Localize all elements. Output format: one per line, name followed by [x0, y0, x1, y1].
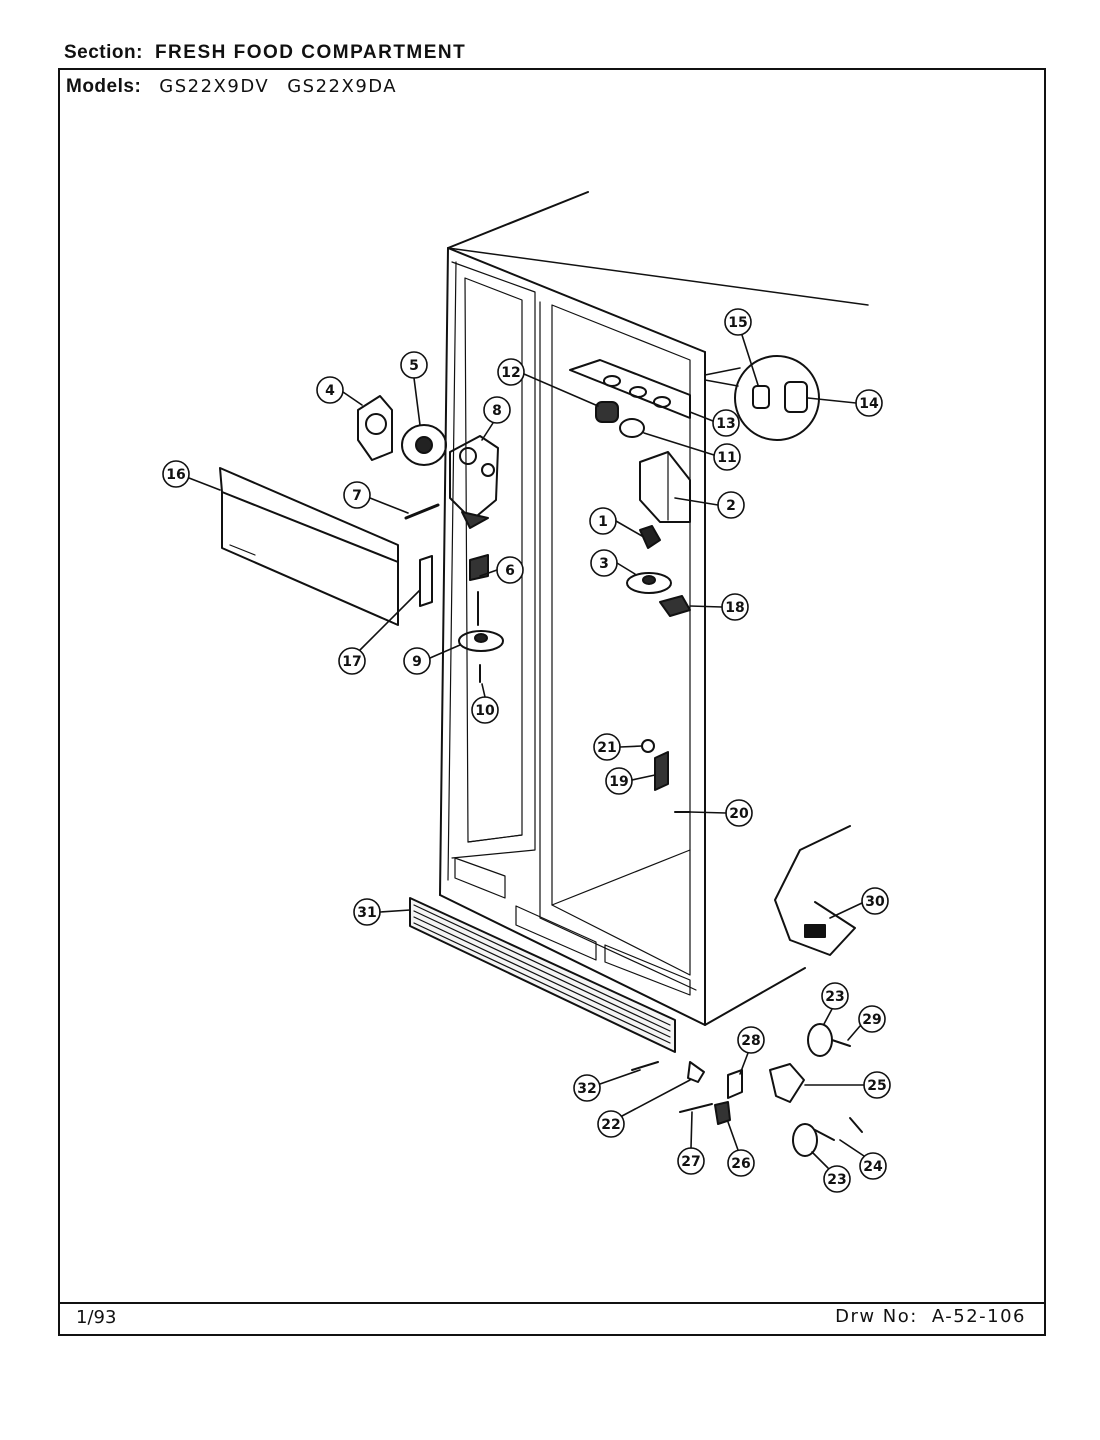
- light-housing: [569, 359, 691, 438]
- svg-text:7: 7: [352, 488, 362, 504]
- svg-text:28: 28: [741, 1033, 760, 1049]
- refrigerator-cabinet: [439, 191, 869, 1026]
- svg-text:13: 13: [716, 416, 735, 432]
- svg-text:4: 4: [325, 383, 335, 399]
- fan-motor-assembly: [357, 395, 504, 683]
- svg-text:15: 15: [728, 315, 747, 331]
- svg-text:6: 6: [505, 563, 515, 579]
- detail-magnifier: [704, 355, 820, 441]
- callout-10: 10: [471, 683, 499, 724]
- crisper-panel: [219, 467, 433, 626]
- models-heading: Models: GS22X9DV GS22X9DA: [66, 76, 397, 98]
- drawing-value: A-52-106: [931, 1306, 1026, 1327]
- hinge-hardware: [631, 1023, 863, 1157]
- callout-set: 1 2 3 4 5 6 7 8 9 10 11 12 13 14 15 16 1…: [162, 308, 891, 1193]
- callout-19: 19: [605, 767, 656, 795]
- svg-text:23: 23: [825, 989, 844, 1005]
- callout-8: 8: [481, 396, 511, 441]
- svg-text:9: 9: [412, 654, 422, 670]
- models-label: Models:: [66, 76, 142, 97]
- callout-1: 1: [589, 507, 643, 537]
- base-grille: [409, 897, 676, 1053]
- svg-text:22: 22: [601, 1117, 620, 1133]
- svg-text:17: 17: [342, 654, 361, 670]
- callout-30: 30: [829, 887, 889, 919]
- callout-21: 21: [593, 733, 643, 761]
- drawing-number: Drw No: A-52-106: [835, 1306, 1026, 1327]
- svg-text:25: 25: [867, 1078, 886, 1094]
- model-number: GS22X9DA: [287, 76, 398, 97]
- callout-16: 16: [162, 460, 221, 491]
- diagram-frame: Models: GS22X9DV GS22X9DA 1/93 Drw No: A-52…: [58, 68, 1046, 1336]
- svg-text:1: 1: [598, 514, 608, 530]
- callout-14: 14: [807, 389, 883, 417]
- callout-5: 5: [400, 351, 428, 426]
- drawing-label: Drw No:: [835, 1306, 918, 1327]
- footer-bar: 1/93 Drw No: A-52-106: [60, 1302, 1044, 1334]
- svg-text:24: 24: [863, 1159, 883, 1175]
- callout-17: 17: [338, 589, 421, 675]
- svg-text:19: 19: [609, 774, 628, 790]
- svg-text:10: 10: [475, 703, 495, 719]
- callout-31: 31: [353, 898, 411, 926]
- callout-6: 6: [479, 556, 524, 584]
- callout-28: 28: [737, 1026, 765, 1075]
- svg-text:5: 5: [409, 358, 419, 374]
- sensor-bracket: [641, 739, 691, 813]
- model-number: GS22X9DV: [159, 76, 270, 97]
- svg-text:20: 20: [729, 806, 749, 822]
- svg-text:31: 31: [357, 905, 376, 921]
- callout-25: 25: [804, 1071, 891, 1099]
- svg-text:23: 23: [827, 1172, 846, 1188]
- svg-text:30: 30: [865, 894, 885, 910]
- callout-15: 15: [724, 308, 759, 386]
- callout-23b: 23: [811, 1151, 851, 1193]
- bottom-hinge-bracket: [774, 825, 856, 956]
- svg-text:29: 29: [862, 1012, 881, 1028]
- svg-text:21: 21: [597, 740, 616, 756]
- svg-text:27: 27: [681, 1154, 700, 1170]
- svg-text:18: 18: [725, 600, 744, 616]
- callout-32: 32: [573, 1069, 641, 1102]
- svg-text:11: 11: [717, 450, 736, 466]
- svg-text:12: 12: [501, 365, 520, 381]
- svg-text:3: 3: [599, 556, 609, 572]
- section-heading: Section: FRESH FOOD COMPARTMENT: [64, 42, 466, 64]
- callout-18: 18: [689, 593, 749, 621]
- callout-20: 20: [689, 799, 753, 827]
- svg-text:16: 16: [166, 467, 185, 483]
- svg-text:2: 2: [726, 498, 736, 514]
- callout-4: 4: [316, 376, 363, 406]
- section-label: Section:: [64, 42, 143, 63]
- callout-11: 11: [643, 432, 741, 471]
- callout-27: 27: [677, 1111, 705, 1175]
- callout-13: 13: [689, 409, 740, 437]
- callout-7: 7: [343, 481, 409, 514]
- callout-2: 2: [674, 491, 745, 519]
- control-box: [626, 451, 691, 617]
- callout-3: 3: [590, 549, 636, 577]
- svg-text:26: 26: [731, 1156, 750, 1172]
- svg-text:8: 8: [492, 403, 502, 419]
- section-value: FRESH FOOD COMPARTMENT: [154, 42, 467, 63]
- callout-23a: 23: [821, 982, 849, 1025]
- callout-22: 22: [597, 1079, 691, 1138]
- callout-9: 9: [403, 644, 461, 675]
- revision-date: 1/93: [76, 1307, 117, 1328]
- svg-text:14: 14: [859, 396, 879, 412]
- callout-29: 29: [847, 1005, 886, 1041]
- callout-26: 26: [727, 1121, 755, 1177]
- callout-24: 24: [839, 1139, 887, 1180]
- callout-12: 12: [497, 358, 599, 407]
- svg-text:32: 32: [577, 1081, 596, 1097]
